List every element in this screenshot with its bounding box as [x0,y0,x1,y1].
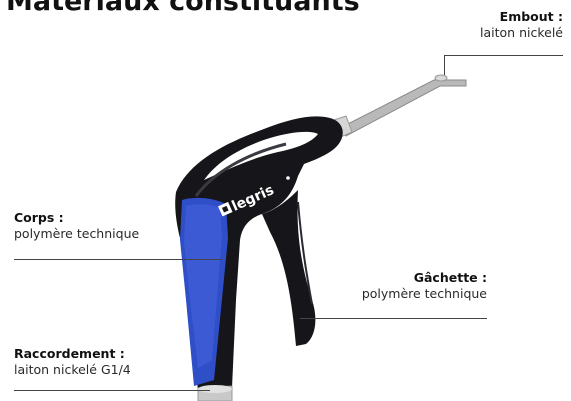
embout-name: Embout : [480,9,563,25]
gachette-material: polymère technique [362,286,487,302]
corps-name: Corps : [14,210,139,226]
leader-line-gachette [300,318,487,319]
leader-line-corps [14,259,222,260]
leader-line-raccordement [14,390,210,391]
connector [198,385,232,401]
raccordement-name: Raccordement : [14,346,131,362]
raccordement-material: laiton nickelé G1/4 [14,362,131,378]
trigger [262,190,315,346]
embout-material: laiton nickelé [480,25,563,41]
label-corps: Corps : polymère technique [14,210,139,242]
leader-line-embout [444,55,563,56]
leader-tick-embout [444,55,445,75]
gachette-name: Gâchette : [362,270,487,286]
nozzle [328,75,466,140]
corps-material: polymère technique [14,226,139,242]
label-embout: Embout : laiton nickelé [480,9,563,41]
label-gachette: Gâchette : polymère technique [362,270,487,302]
label-raccordement: Raccordement : laiton nickelé G1/4 [14,346,131,378]
